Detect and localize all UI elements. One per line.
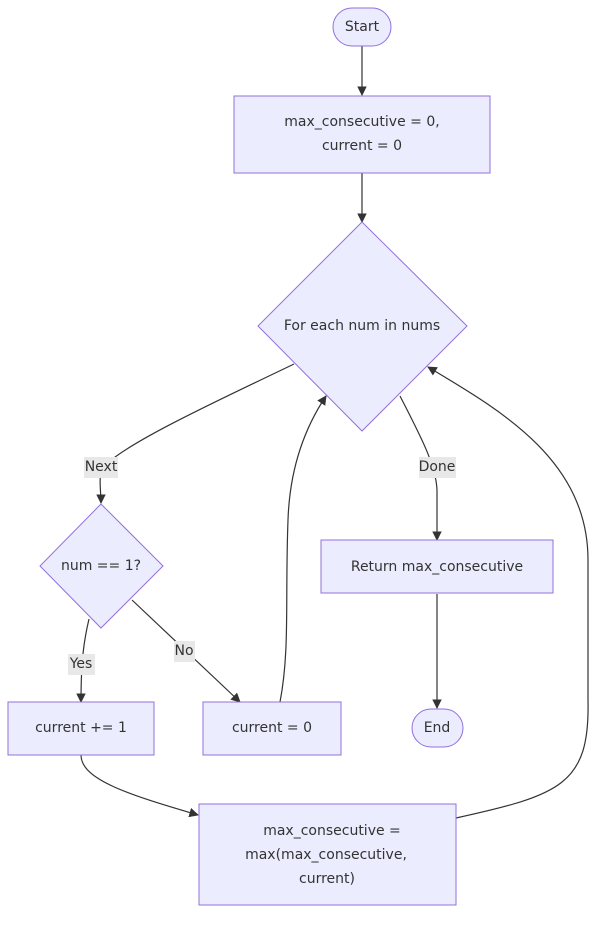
edge-label-yes-text: Yes <box>69 656 93 672</box>
node-loop-label: For each num in nums <box>284 318 440 334</box>
node-increment-label: current += 1 <box>35 720 127 736</box>
node-update-label-line1: max_consecutive = <box>263 823 401 839</box>
node-update-label-line2: max(max_consecutive, <box>245 847 407 863</box>
node-check-label: num == 1? <box>61 558 141 574</box>
edge-loop-to-check <box>96 363 295 504</box>
node-return-label: Return max_consecutive <box>351 559 523 575</box>
node-start: Start <box>332 7 392 47</box>
edge-label-done-text: Done <box>419 459 456 475</box>
node-update: max_consecutive = max(max_consecutive, c… <box>198 803 457 906</box>
node-reset-label: current = 0 <box>232 720 312 736</box>
edge-label-next: Next <box>84 457 118 478</box>
node-init-label-line1: max_consecutive = 0, <box>284 114 439 130</box>
node-check: num == 1? <box>39 503 164 629</box>
node-increment: current += 1 <box>7 701 155 756</box>
node-init: max_consecutive = 0, current = 0 <box>233 95 491 174</box>
node-loop: For each num in nums <box>257 221 468 432</box>
edge-loop-to-return <box>399 395 442 541</box>
edge-reset-to-loop <box>279 395 327 703</box>
edge-increment-to-update <box>80 754 199 818</box>
edge-label-yes: Yes <box>68 654 95 675</box>
node-end: End <box>411 708 464 748</box>
edge-check-to-increment <box>76 618 90 703</box>
node-return: Return max_consecutive <box>320 539 554 594</box>
edge-label-no: No <box>174 641 195 662</box>
node-update-label-line3: current) <box>299 871 355 887</box>
edge-label-no-text: No <box>174 643 193 659</box>
node-reset: current = 0 <box>202 701 342 756</box>
edge-update-to-loop <box>427 366 589 819</box>
node-end-label: End <box>424 720 451 736</box>
node-start-label: Start <box>345 19 380 35</box>
edge-label-done: Done <box>419 457 456 478</box>
edge-label-next-text: Next <box>85 459 118 475</box>
node-init-label-line2: current = 0 <box>322 138 402 154</box>
